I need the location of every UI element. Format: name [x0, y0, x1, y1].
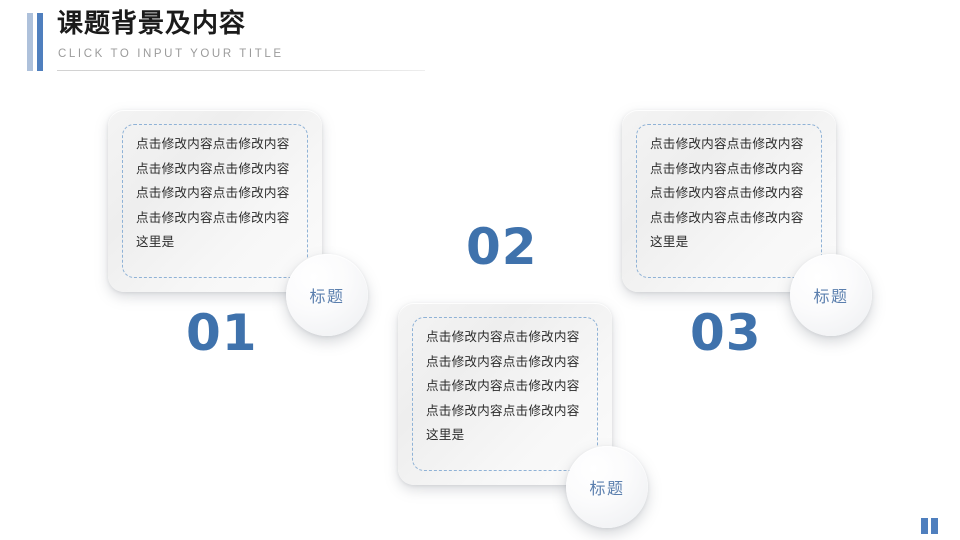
card-dashed-border: [122, 124, 308, 278]
header-divider: [57, 70, 425, 71]
footer-accent-mark: [921, 518, 941, 534]
card-number-03: 03: [690, 304, 762, 362]
card-badge-label: 标题: [813, 287, 849, 306]
title-block: 课题背景及内容 CLICK TO INPUT YOUR TITLE: [57, 8, 284, 63]
content-card-01[interactable]: 点击修改内容点击修改内容点击修改内容点击修改内容点击修改内容点击修改内容点击修改…: [108, 110, 322, 292]
footer-bar-right: [931, 518, 938, 534]
card-dashed-border: [412, 317, 598, 471]
slide-header: 课题背景及内容 CLICK TO INPUT YOUR TITLE: [0, 0, 960, 90]
card-badge-label: 标题: [309, 287, 345, 306]
header-accent-bars: [27, 13, 49, 71]
footer-bar-left: [921, 518, 928, 534]
content-card-03[interactable]: 点击修改内容点击修改内容点击修改内容点击修改内容点击修改内容点击修改内容点击修改…: [622, 110, 836, 292]
card-number-02: 02: [466, 218, 538, 276]
header-accent-bar-dark: [37, 13, 43, 71]
page-title: 课题背景及内容: [57, 9, 247, 39]
header-accent-bar-light: [27, 13, 33, 71]
card-badge-03[interactable]: 标题: [790, 254, 872, 336]
card-badge-01[interactable]: 标题: [286, 254, 368, 336]
card-body-text: 点击修改内容点击修改内容点击修改内容点击修改内容点击修改内容点击修改内容点击修改…: [650, 136, 804, 249]
card-dashed-border: [636, 124, 822, 278]
card-body-text: 点击修改内容点击修改内容点击修改内容点击修改内容点击修改内容点击修改内容点击修改…: [426, 329, 580, 442]
card-number-01: 01: [186, 304, 258, 362]
card-body-text: 点击修改内容点击修改内容点击修改内容点击修改内容点击修改内容点击修改内容点击修改…: [136, 136, 290, 249]
card-badge-label: 标题: [589, 479, 625, 498]
content-card-02[interactable]: 点击修改内容点击修改内容点击修改内容点击修改内容点击修改内容点击修改内容点击修改…: [398, 303, 612, 485]
card-badge-02[interactable]: 标题: [566, 446, 648, 528]
page-subtitle: CLICK TO INPUT YOUR TITLE: [58, 48, 284, 60]
